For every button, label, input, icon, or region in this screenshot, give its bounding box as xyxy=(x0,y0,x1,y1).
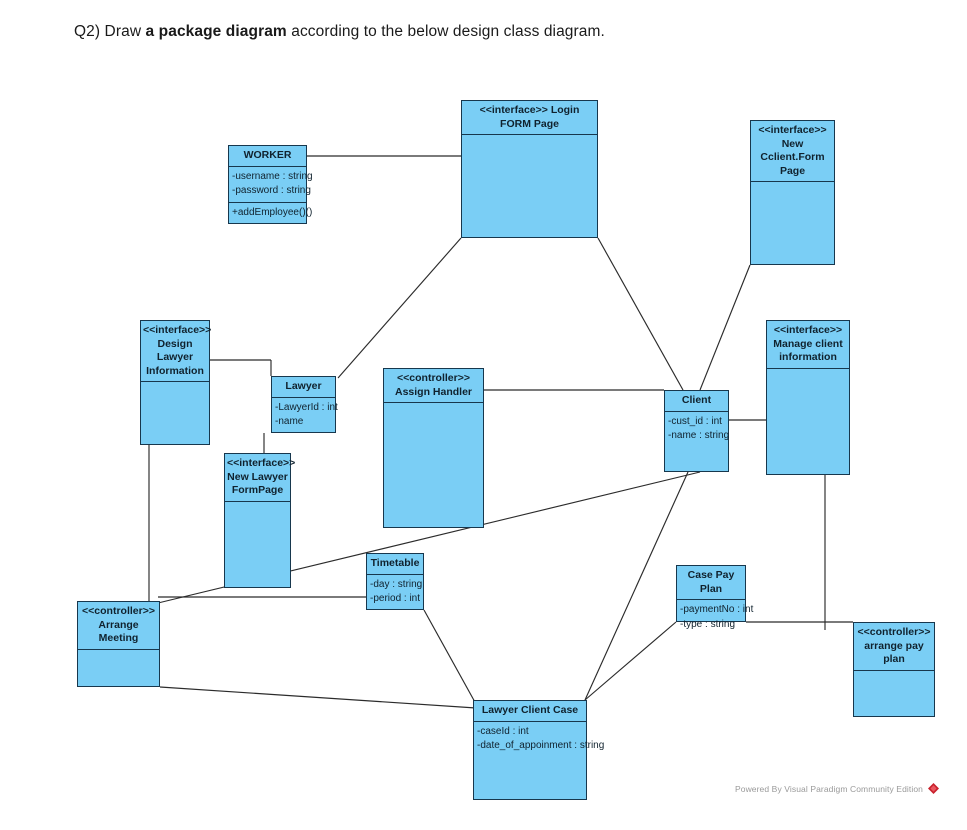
node-body xyxy=(141,382,209,444)
attribute-row: -LawyerId : int xyxy=(275,401,338,413)
node-new-lawyer-formpage[interactable]: <<interface>> New Lawyer FormPage xyxy=(224,453,296,588)
class-name-label: Login FORM Page xyxy=(500,104,580,130)
stereotype-label: <<interface>> xyxy=(479,104,548,116)
attribute-compartment: -paymentNo : int -type : string xyxy=(677,600,754,635)
assoc-login-lawyer xyxy=(337,237,462,379)
node-header: Lawyer xyxy=(272,377,335,398)
node-header: Lawyer Client Case xyxy=(474,701,586,722)
attribute-compartment: -caseId : int -date_of_appoinment : stri… xyxy=(474,722,605,757)
association-lines xyxy=(148,155,853,709)
assoc-timetable-lawyerclientcase xyxy=(423,609,477,705)
node-header: <<interface>> New Lawyer FormPage xyxy=(225,454,296,502)
attribute-row: -cust_id : int xyxy=(668,415,722,427)
stereotype-label: <<controller>> xyxy=(397,372,470,384)
node-arrange-meeting[interactable]: <<controller>> Arrange Meeting xyxy=(77,601,160,687)
node-header: <<interface>> Design Lawyer Information xyxy=(141,321,212,382)
class-diagram-canvas: <<interface>> Login FORM Page WORKER -us… xyxy=(0,60,967,830)
node-header: <<interface>> New Cclient.Form Page xyxy=(751,121,834,182)
class-name-label: Arrange Meeting xyxy=(98,618,139,645)
class-name-label: arrange pay plan xyxy=(864,639,924,666)
question-suffix: according to the below design class diag… xyxy=(286,23,605,40)
watermark-text: Powered By Visual Paradigm Community Edi… xyxy=(734,783,923,794)
node-new-client-form-page[interactable]: <<interface>> New Cclient.Form Page xyxy=(750,120,835,265)
class-name-label: New Lawyer FormPage xyxy=(227,470,288,497)
node-lawyer-client-case[interactable]: Lawyer Client Case -caseId : int -date_o… xyxy=(473,700,605,800)
attribute-row: -name : string xyxy=(668,430,730,441)
class-name-label: New Cclient.Form Page xyxy=(760,137,825,177)
attribute-compartment: -LawyerId : int -name xyxy=(272,398,338,433)
node-design-lawyer-information[interactable]: <<interface>> Design Lawyer Information xyxy=(140,320,212,445)
class-name-label: Assign Handler xyxy=(394,385,473,398)
node-body xyxy=(854,671,934,717)
visual-paradigm-logo-icon xyxy=(928,783,939,794)
class-name-label: Lawyer xyxy=(285,380,322,392)
question-text: Q2) Draw a package diagram according to … xyxy=(74,22,934,42)
attribute-row: -caseId : int xyxy=(477,725,529,737)
node-header: <<controller>> arrange pay plan xyxy=(854,623,934,671)
node-header: WORKER xyxy=(229,146,306,167)
attribute-compartment: -day : string -period : int xyxy=(367,575,423,610)
node-body xyxy=(767,369,849,475)
node-body xyxy=(225,502,290,588)
class-name-label: Design Lawyer Information xyxy=(146,337,204,377)
class-name-label: Lawyer Client Case xyxy=(481,704,579,716)
node-assign-handler[interactable]: <<controller>> Assign Handler xyxy=(383,368,484,528)
assoc-newclient-client xyxy=(699,264,751,391)
watermark: Powered By Visual Paradigm Community Edi… xyxy=(735,783,939,794)
stereotype-label: <<controller>> xyxy=(857,626,931,638)
operation-compartment: +addEmployee()() xyxy=(229,203,313,224)
class-name-label: Manage client information xyxy=(773,337,843,364)
node-body xyxy=(462,135,597,237)
node-worker[interactable]: WORKER -username : string -password : st… xyxy=(228,145,313,224)
node-header: <<controller>> Arrange Meeting xyxy=(78,602,159,650)
attribute-row: -username : string xyxy=(232,170,313,182)
node-body xyxy=(78,650,159,687)
attribute-row: -paymentNo : int xyxy=(680,604,754,615)
stereotype-label: <<interface>> xyxy=(143,324,212,336)
node-manage-client-information[interactable]: <<interface>> Manage client information xyxy=(766,320,850,475)
stereotype-label: <<interface>> xyxy=(758,124,827,136)
stereotype-label: <<interface>> xyxy=(227,457,296,469)
assoc-client-lawyerclientcase xyxy=(584,471,689,701)
class-name-label: Client xyxy=(681,394,712,406)
node-lawyer[interactable]: Lawyer -LawyerId : int -name xyxy=(271,376,338,433)
class-name-label: WORKER xyxy=(243,149,292,161)
node-body xyxy=(751,182,834,264)
node-arrange-pay-plan[interactable]: <<controller>> arrange pay plan xyxy=(853,622,935,717)
question-prefix: Q2) Draw xyxy=(74,23,146,40)
stereotype-label: <<interface>> xyxy=(773,324,843,336)
attribute-row: -period : int xyxy=(370,593,421,604)
question-emphasis: a package diagram xyxy=(145,23,287,40)
operation-row: +addEmployee()() xyxy=(232,206,313,218)
stereotype-label: <<controller>> xyxy=(82,605,155,617)
class-name-label: Timetable xyxy=(370,557,420,569)
node-header: <<interface>> Manage client information xyxy=(767,321,849,369)
class-name-label: Case Pay Plan xyxy=(687,569,735,595)
assoc-arrangemeeting-lawyerclientcase xyxy=(159,686,477,709)
node-header: Case Pay Plan xyxy=(677,566,745,600)
node-timetable[interactable]: Timetable -day : string -period : int xyxy=(366,553,424,610)
node-header: <<interface>> Login FORM Page xyxy=(462,101,597,135)
attribute-row: -type : string xyxy=(680,618,736,630)
attribute-compartment: -cust_id : int -name : string xyxy=(665,412,730,447)
node-body xyxy=(384,403,483,527)
node-header: <<controller>> Assign Handler xyxy=(384,369,483,403)
assoc-casepayplan-lawyerclientcase xyxy=(584,621,677,701)
attribute-row: -password : string xyxy=(232,185,311,196)
node-header: Timetable xyxy=(367,554,423,575)
attribute-compartment: -username : string -password : string xyxy=(229,167,313,203)
attribute-row: -name xyxy=(275,416,304,427)
node-client[interactable]: Client -cust_id : int -name : string xyxy=(664,390,729,472)
attribute-row: -date_of_appoinment : string xyxy=(477,740,605,751)
node-case-pay-plan[interactable]: Case Pay Plan -paymentNo : int -type : s… xyxy=(676,565,753,630)
assoc-login-client xyxy=(597,237,684,391)
node-login-form-page[interactable]: <<interface>> Login FORM Page xyxy=(461,100,598,238)
attribute-row: -day : string xyxy=(370,578,423,590)
node-header: Client xyxy=(665,391,728,412)
